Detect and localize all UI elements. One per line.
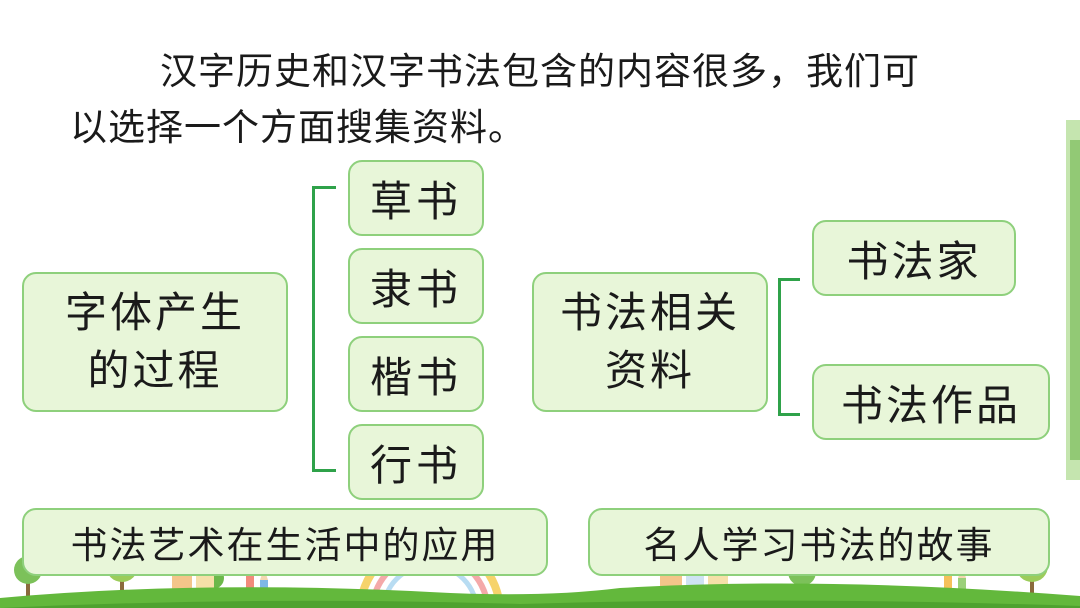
intro-text: 汉字历史和汉字书法包含的内容很多，我们可以选择一个方面搜集资料。 [70, 50, 920, 149]
item-box-calligraphers: 书法家 [812, 220, 1016, 296]
topic-label-font-origin: 字体产生 的过程 [64, 288, 245, 395]
related-bracket [778, 278, 800, 416]
script-box-running: 行书 [348, 424, 484, 500]
topic-box-famous-stories: 名人学习书法的故事 [588, 508, 1050, 576]
script-box-regular: 楷书 [348, 336, 484, 412]
item-box-calligraphy-works: 书法作品 [812, 364, 1050, 440]
script-bracket [312, 186, 336, 472]
right-edge-foliage [1066, 120, 1080, 480]
script-box-cursive: 草书 [348, 160, 484, 236]
script-box-clerical: 隶书 [348, 248, 484, 324]
topic-box-calligraphy-materials: 书法相关 资料 [532, 272, 768, 412]
topic-label-calligraphy-materials: 书法相关 资料 [560, 288, 741, 395]
topic-box-calligraphy-in-life: 书法艺术在生活中的应用 [22, 508, 548, 576]
topic-box-font-origin: 字体产生 的过程 [22, 272, 288, 412]
